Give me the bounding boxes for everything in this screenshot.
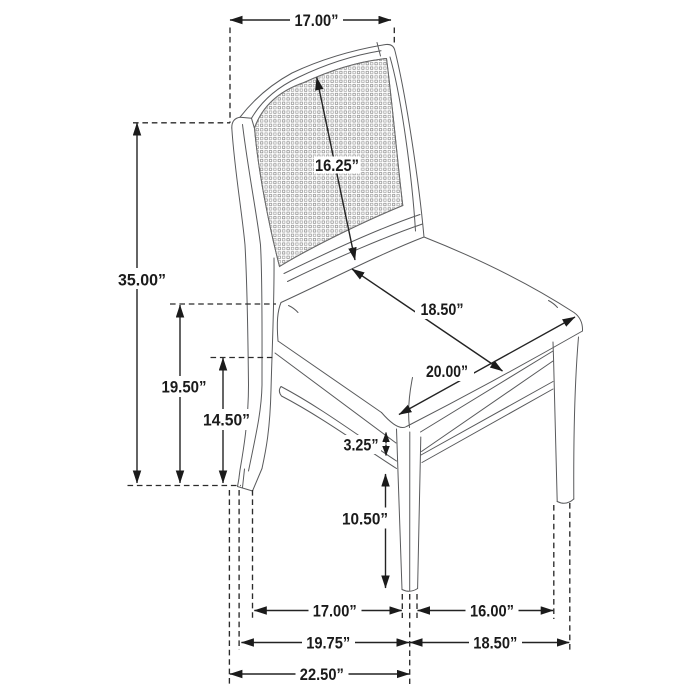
- svg-text:35.00”: 35.00”: [118, 272, 166, 290]
- svg-text:10.50”: 10.50”: [342, 511, 388, 529]
- svg-text:3.25”: 3.25”: [344, 437, 379, 455]
- svg-text:17.00”: 17.00”: [313, 603, 357, 621]
- svg-text:17.00”: 17.00”: [295, 12, 339, 30]
- svg-text:19.50”: 19.50”: [162, 379, 207, 397]
- svg-text:20.00”: 20.00”: [426, 363, 468, 381]
- svg-text:16.25”: 16.25”: [315, 157, 359, 175]
- svg-text:18.50”: 18.50”: [421, 301, 464, 319]
- svg-text:22.50”: 22.50”: [300, 666, 344, 684]
- svg-text:19.75”: 19.75”: [306, 635, 350, 653]
- svg-text:14.50”: 14.50”: [203, 412, 250, 430]
- svg-text:16.00”: 16.00”: [470, 603, 514, 621]
- svg-text:18.50”: 18.50”: [473, 635, 517, 653]
